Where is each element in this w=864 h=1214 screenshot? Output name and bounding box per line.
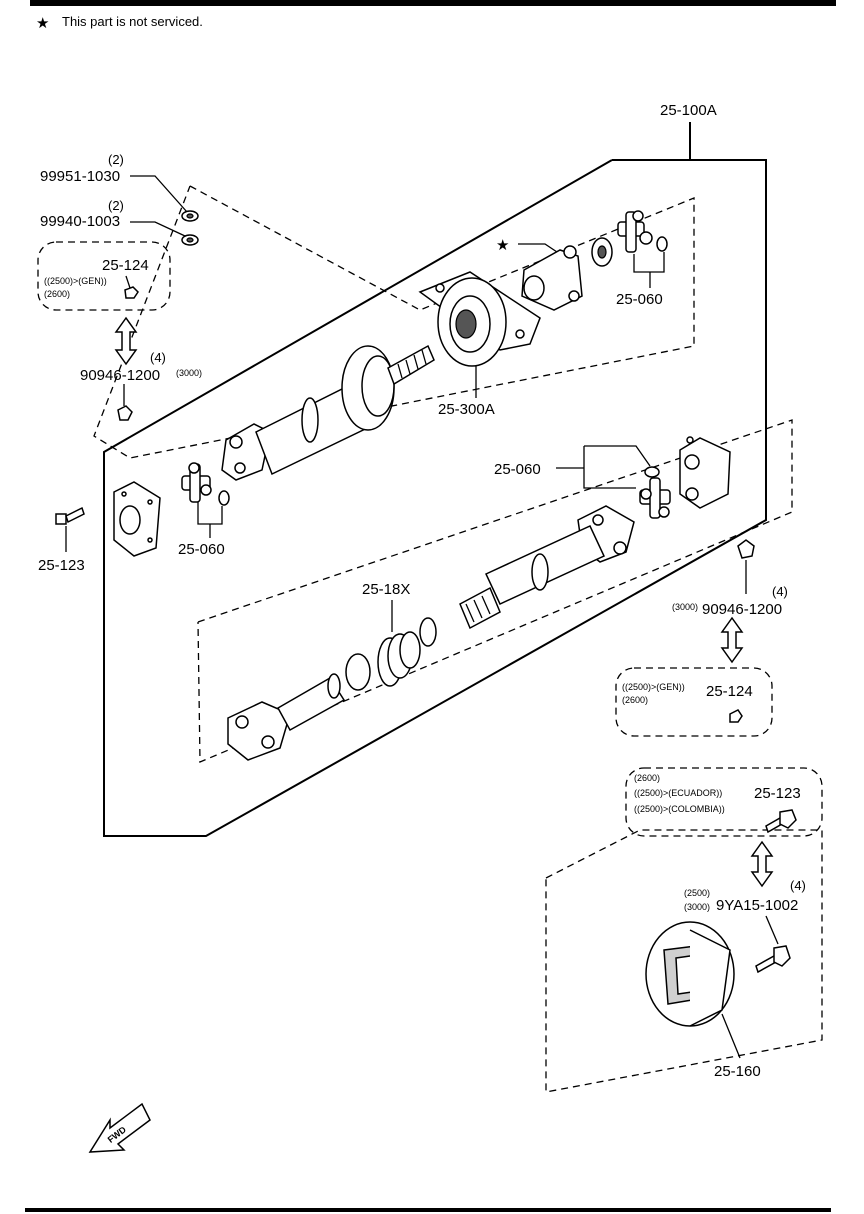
bolt-25123-right-icon	[765, 809, 797, 834]
front-driveshaft-icon	[221, 344, 435, 481]
bolt-9YA15-icon	[755, 945, 791, 974]
bolt-25123-right-box	[625, 767, 823, 837]
bolt-90946-right-note: (3000)	[672, 602, 698, 612]
washer-99940-hole-icon	[186, 237, 194, 243]
bolt-90946-right-label: 90946-1200	[702, 601, 782, 618]
double-arrow-left-icon	[114, 316, 138, 366]
nut-25124-bottom-note2: (2600)	[622, 695, 648, 705]
bolt-25123-right-label: 25-123	[754, 785, 801, 802]
ujoint-top-right-icon	[617, 210, 668, 253]
ujoint-left-icon	[181, 462, 230, 506]
double-arrow-right-top-icon	[720, 616, 744, 664]
fwd-arrow-icon: FWD	[88, 1102, 151, 1153]
bolt-9YA15-label: 9YA15-1002	[716, 897, 798, 914]
bolt-25123-right-note3: ((2500)>(COLOMBIA))	[634, 804, 725, 814]
assembly-label: 25-100A	[660, 102, 717, 119]
nut-25124-top-box	[37, 241, 171, 311]
bolt-9YA15-qty: (4)	[790, 878, 806, 893]
nut-90946-left-icon	[117, 405, 133, 421]
double-arrow-right-bottom-icon	[750, 840, 774, 888]
nut-25124-top-icon	[124, 286, 139, 299]
rear-driveshaft-icon	[459, 505, 635, 630]
bolt-90946-right-qty: (4)	[772, 584, 788, 599]
bolt-99940-qty: (2)	[108, 198, 124, 213]
top-rule	[30, 0, 836, 6]
bottom-rule	[25, 1208, 831, 1212]
rear-flange-yoke-icon	[679, 436, 731, 509]
upper-dashed-region	[93, 185, 695, 459]
companion-flange-left-icon	[113, 481, 161, 557]
assembly-outline	[103, 159, 767, 837]
note-text: This part is not serviced.	[62, 14, 203, 29]
nut-25124-bottom-icon	[729, 709, 743, 723]
star-marker-icon: ★	[496, 237, 509, 254]
ujoint-top-right-label: 25-060	[616, 291, 663, 308]
lower-dashed-region	[197, 419, 793, 763]
slip-yoke-icon	[521, 245, 583, 311]
bolt-99951-leader	[130, 175, 188, 213]
bolt-99951-label: 99951-1030	[40, 168, 120, 185]
bolt-90946-left-qty: (4)	[150, 350, 166, 365]
bolt-99940-label: 99940-1003	[40, 213, 120, 230]
washer-hole-icon	[597, 245, 607, 259]
bearing-25300A-label: 25-300A	[438, 401, 495, 418]
nut-25124-bottom-box	[615, 667, 773, 737]
bolt-25123-left-label: 25-123	[38, 557, 85, 574]
ujoint-mid-right-bracket-top	[584, 445, 651, 467]
bolt-9YA15-leader	[765, 915, 779, 945]
damper-25160-icon	[645, 921, 735, 1027]
nut-25124-top-note2: (2600)	[44, 289, 70, 299]
ujoint-top-right-bracket	[633, 252, 665, 273]
ujoint-mid-right-label: 25-060	[494, 461, 541, 478]
bolt-25123-right-note2: ((2500)>(ECUADOR))	[634, 788, 722, 798]
bolt-99940-leader	[130, 221, 186, 237]
bolt-90946-left-note: (3000)	[176, 368, 202, 378]
damper-dashed-region	[545, 829, 823, 1093]
center-bearing-icon	[418, 271, 541, 367]
nut-25124-bottom-note1: ((2500)>(GEN))	[622, 682, 685, 692]
rear-slip-yoke-icon	[227, 673, 346, 761]
washer-99951-hole-icon	[186, 213, 194, 219]
star-yoke-leader	[518, 243, 561, 255]
ujoint-mid-right-icon	[639, 466, 671, 519]
nut-25124-bottom-label: 25-124	[706, 683, 753, 700]
nut-25124-top-note1: ((2500)>(GEN))	[44, 276, 107, 286]
nut-90946-right-icon	[737, 539, 755, 559]
ujoint-left-bracket	[197, 502, 223, 525]
bolt-9YA15-note1: (2500)	[684, 888, 710, 898]
ujoint-mid-right-bracket	[583, 446, 636, 489]
nut-25124-top-label: 25-124	[102, 257, 149, 274]
bolt-90946-left-label: 90946-1200	[80, 367, 160, 384]
damper-25160-leader	[721, 1013, 741, 1059]
boot-2518X-label: 25-18X	[362, 581, 410, 598]
ujoint-left-label: 25-060	[178, 541, 225, 558]
nut-25124-top-leader	[125, 275, 131, 289]
bolt-99951-qty: (2)	[108, 152, 124, 167]
bolt-25123-right-note1: (2600)	[634, 773, 660, 783]
bolt-9YA15-note2: (3000)	[684, 902, 710, 912]
bolt-25123-left-icon	[55, 506, 85, 525]
damper-25160-label: 25-160	[714, 1063, 761, 1080]
boot-2518X-icon	[345, 617, 437, 691]
note-star-icon: ★	[36, 15, 49, 32]
